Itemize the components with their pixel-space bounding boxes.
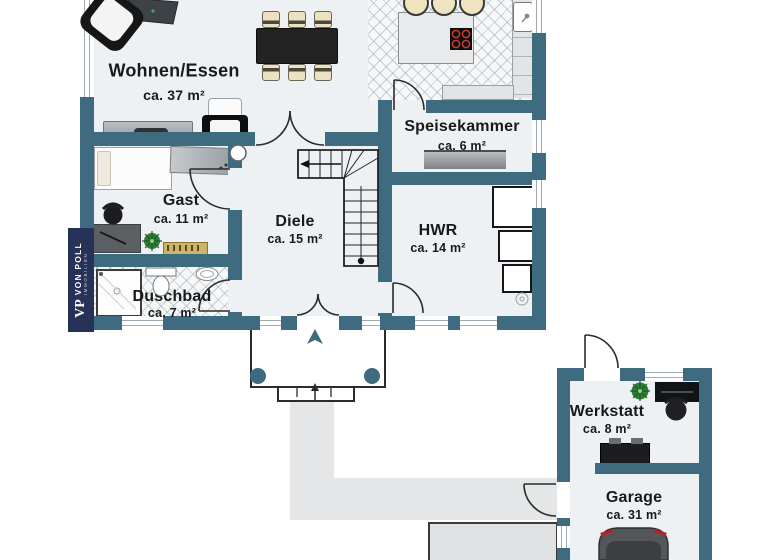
window bbox=[122, 316, 163, 330]
vonpoll-brand: VON POLL bbox=[72, 242, 83, 296]
pantry-shelf-icon bbox=[424, 150, 506, 169]
porch-column-icon bbox=[364, 368, 380, 384]
porch-column-icon bbox=[250, 368, 266, 384]
wall bbox=[325, 132, 392, 146]
kitchen-counter-icon bbox=[442, 85, 514, 100]
room-area-diele: ca. 15 m² bbox=[267, 232, 323, 246]
front-door-opening bbox=[297, 316, 339, 330]
room-area-garage: ca. 31 m² bbox=[606, 508, 662, 522]
wall bbox=[699, 368, 712, 560]
window bbox=[460, 316, 497, 330]
pillow bbox=[97, 151, 111, 186]
room-area-duschbad: ca. 7 m² bbox=[147, 306, 197, 320]
entrance-steps-icon bbox=[277, 386, 355, 402]
dining-chair-icon bbox=[288, 11, 306, 28]
door-arc bbox=[584, 334, 619, 369]
dining-chair-icon bbox=[288, 64, 306, 81]
bed-icon bbox=[94, 147, 172, 190]
desk-icon bbox=[93, 224, 141, 253]
wall bbox=[595, 463, 699, 474]
terrace bbox=[428, 522, 558, 560]
wall bbox=[392, 172, 532, 185]
dresser-icon bbox=[169, 145, 234, 176]
room-area-wohnen: ca. 37 m² bbox=[143, 87, 205, 103]
appliance-icon bbox=[502, 264, 532, 293]
room-area-hwr: ca. 14 m² bbox=[410, 241, 466, 255]
appliance-icon bbox=[492, 186, 534, 228]
wall bbox=[378, 113, 392, 316]
vonpoll-logo: VP bbox=[73, 299, 88, 318]
room-label-speisekammer: Speisekammer bbox=[404, 118, 520, 135]
wall bbox=[94, 254, 242, 267]
dining-chair-icon bbox=[314, 64, 332, 81]
window bbox=[532, 180, 546, 208]
room-label-gast: Gast bbox=[162, 192, 200, 209]
window bbox=[362, 316, 380, 330]
door-opening bbox=[378, 282, 392, 313]
window bbox=[557, 526, 570, 548]
garage-path bbox=[290, 478, 557, 520]
room-label-hwr: HWR bbox=[418, 222, 458, 239]
window bbox=[415, 316, 448, 330]
room-label-duschbad: Duschbad bbox=[132, 288, 212, 305]
door-opening bbox=[392, 100, 426, 113]
kitchen-sink-icon bbox=[513, 2, 533, 32]
wall bbox=[532, 0, 546, 330]
window bbox=[260, 316, 281, 330]
appliance-icon bbox=[498, 230, 534, 262]
wall bbox=[94, 132, 255, 146]
door-opening bbox=[557, 482, 570, 518]
dining-table-icon bbox=[256, 28, 338, 64]
dining-chair-icon bbox=[262, 11, 280, 28]
room-label-garage: Garage bbox=[605, 489, 663, 506]
door-opening bbox=[584, 368, 620, 381]
door-opening bbox=[228, 280, 242, 312]
dining-chair-icon bbox=[314, 11, 332, 28]
room-label-diele: Diele bbox=[275, 213, 315, 230]
vonpoll-sub: IMMOBILIEN bbox=[82, 252, 88, 296]
dining-chair-icon bbox=[262, 64, 280, 81]
window bbox=[80, 0, 94, 97]
room-area-gast: ca. 11 m² bbox=[153, 212, 209, 226]
room-area-werkstatt: ca. 8 m² bbox=[582, 422, 632, 436]
vonpoll-watermark: VP VON POLL IMMOBILIEN bbox=[68, 228, 94, 332]
room-area-speisekammer: ca. 6 m² bbox=[437, 139, 487, 153]
window bbox=[532, 120, 546, 153]
room-label-wohnen: Wohnen/Essen bbox=[108, 60, 240, 81]
cooktop-icon bbox=[450, 28, 472, 50]
room-label-werkstatt: Werkstatt bbox=[569, 403, 645, 420]
door-opening bbox=[228, 168, 242, 210]
wall bbox=[557, 368, 712, 381]
desk-icon bbox=[655, 382, 699, 402]
window bbox=[645, 368, 683, 381]
window bbox=[532, 0, 546, 33]
